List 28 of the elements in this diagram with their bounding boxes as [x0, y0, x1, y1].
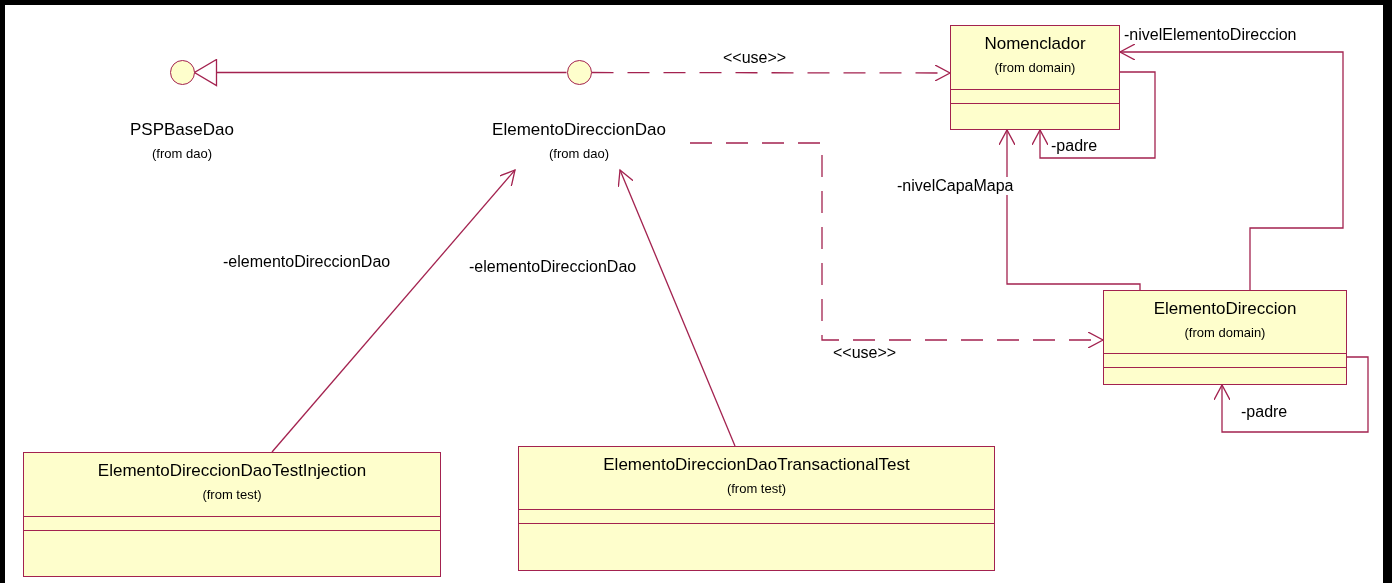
association-arrow: [1213, 356, 1369, 433]
package-note: (from dao): [152, 145, 212, 163]
class-box: [23, 452, 441, 577]
package-note: (from domain): [1184, 324, 1266, 342]
class-name: Nomenclador: [984, 33, 1086, 55]
association-arrow: [998, 129, 1141, 291]
class-box: [950, 25, 1120, 130]
package-note: (from test): [202, 486, 262, 504]
association-arrow: [193, 58, 568, 87]
dependency-arrow: [689, 142, 1104, 349]
class-name: ElementoDireccionDao: [492, 119, 666, 141]
association-arrow: [271, 169, 516, 453]
association-arrow: [1119, 43, 1344, 291]
class-box: [1103, 290, 1347, 385]
class-name: ElementoDireccion: [1153, 298, 1297, 320]
class-name: ElementoDireccionDaoTestInjection: [97, 460, 367, 482]
package-note: (from domain): [994, 59, 1076, 77]
class-name: PSPBaseDao: [130, 119, 234, 141]
class-name: ElementoDireccionDaoTransactionalTest: [603, 454, 910, 476]
package-note: (from test): [726, 480, 787, 498]
edge-label: -padre: [1240, 403, 1289, 421]
association-arrow: [1031, 71, 1156, 159]
dependency-arrow: [590, 64, 951, 82]
association-arrow: [617, 169, 736, 447]
edge-label: -padre: [1050, 137, 1099, 155]
package-note: (from dao): [549, 145, 609, 163]
class-box: [518, 446, 995, 571]
edge-label: -nivelCapaMapa: [896, 177, 1015, 195]
